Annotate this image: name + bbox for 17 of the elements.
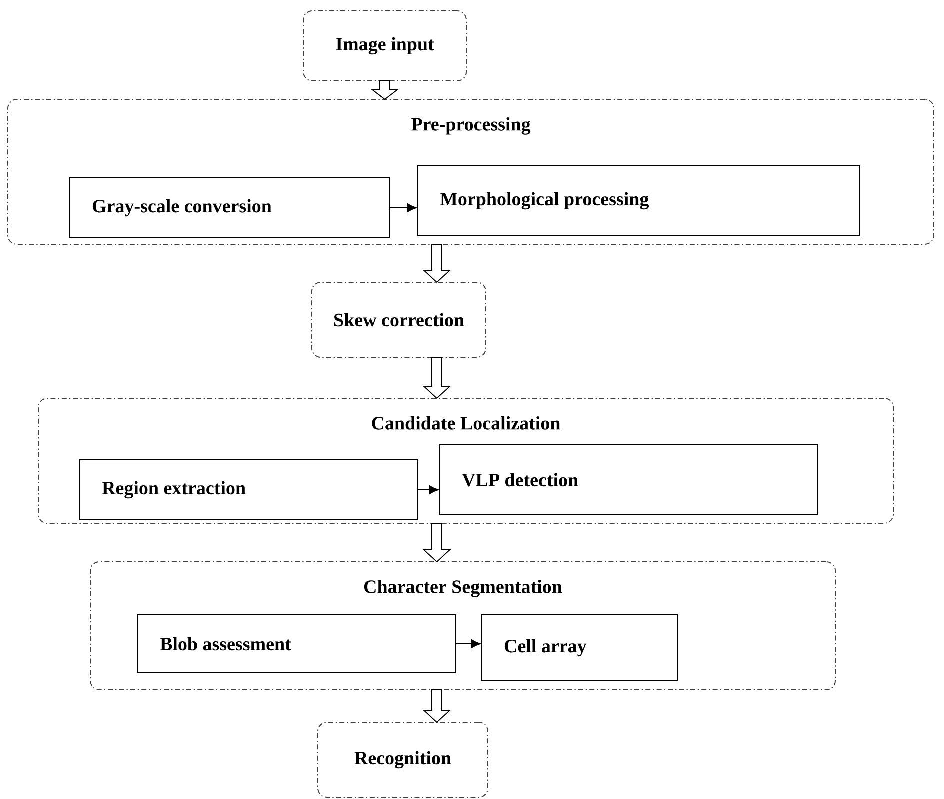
step-box: Recognition [318, 722, 488, 798]
arrow [390, 203, 417, 213]
block-arrow [422, 244, 452, 284]
process-box: Cell array [482, 614, 678, 682]
process-box: VLP detection [440, 444, 818, 516]
block-arrow [422, 357, 452, 400]
step-box: Image input [303, 10, 467, 82]
block-arrow [422, 690, 452, 724]
block-arrow [370, 80, 400, 100]
process-box: Region extraction [80, 460, 418, 520]
process-box: Morphological processing [418, 166, 860, 236]
block-arrow [422, 523, 452, 563]
process-box: Gray-scale conversion [70, 178, 390, 238]
arrow [456, 639, 481, 649]
step-box: Skew correction [312, 282, 486, 358]
process-box: Blob assessment [138, 614, 456, 674]
arrow [418, 485, 439, 495]
